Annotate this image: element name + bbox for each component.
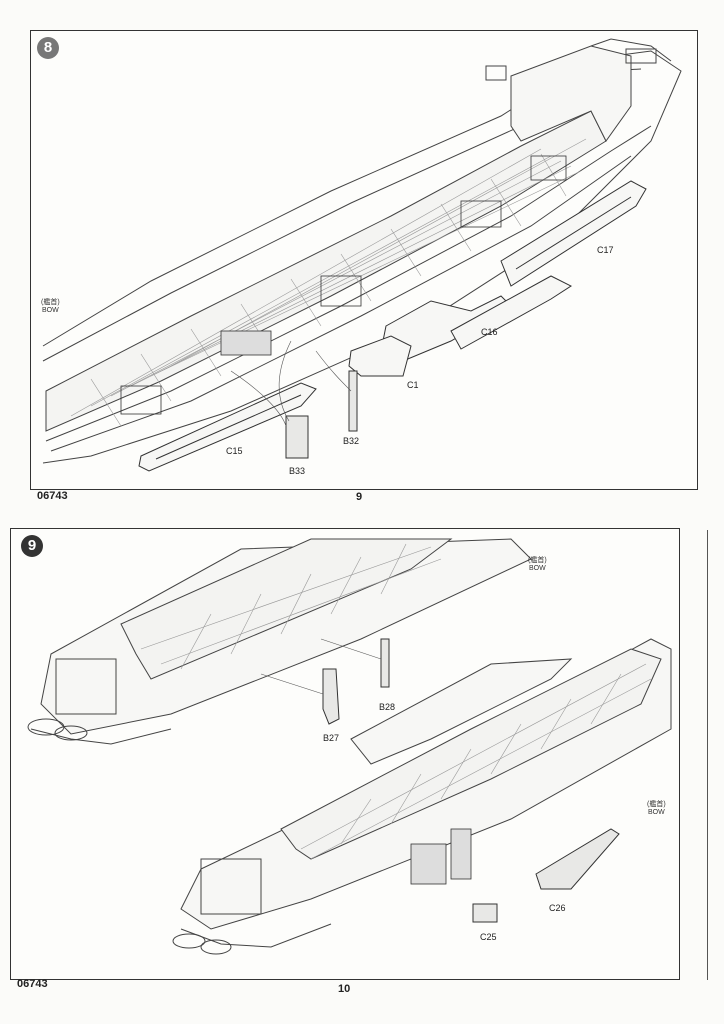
step-8-panel: 8 [30, 30, 698, 490]
bow-en-label: BOW [528, 565, 546, 572]
bow-cn-label: (艦首) [647, 801, 666, 808]
product-code: 06743 [37, 490, 68, 502]
part-label-b28: B28 [379, 702, 396, 712]
step-number-badge: 9 [21, 535, 43, 557]
part-label-b27: B27 [323, 733, 340, 743]
bow-cn-label: (艦首) [528, 557, 547, 564]
step-9-panel: 9 [10, 528, 680, 980]
hull-drawing-step-8 [42, 38, 682, 472]
page-edge-line [707, 530, 708, 980]
step-number-badge: 8 [37, 37, 59, 59]
part-label-c26: C26 [549, 903, 566, 913]
part-label-c25: C25 [480, 932, 497, 942]
bow-en-label: BOW [647, 809, 665, 816]
part-label-c15: C15 [226, 446, 243, 456]
part-label-c17: C17 [597, 245, 614, 255]
product-code: 06743 [17, 978, 48, 990]
page-number: 9 [356, 491, 363, 503]
bow-indicator-lower: (艦首) BOW [647, 801, 666, 817]
part-label-b33: B33 [289, 466, 306, 476]
bow-indicator: (艦首) BOW [41, 299, 60, 315]
part-label-c16: C16 [481, 327, 498, 337]
part-label-b32: B32 [343, 436, 360, 446]
bow-indicator-upper: (艦首) BOW [528, 557, 547, 573]
part-label-c1: C1 [407, 380, 419, 390]
hull-drawing-step-9 [27, 538, 672, 955]
bow-cn-label: (艦首) [41, 299, 60, 306]
bow-en-label: BOW [41, 307, 59, 314]
page-number: 10 [338, 983, 351, 995]
